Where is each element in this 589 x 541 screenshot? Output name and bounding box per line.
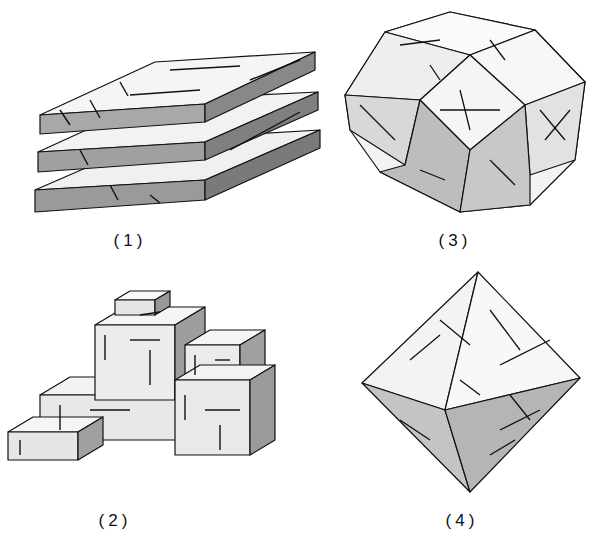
layered-crystal — [35, 52, 320, 212]
figure-number: (2) — [99, 511, 132, 531]
figure-number: (3) — [439, 231, 472, 251]
octahedron-crystal — [362, 272, 580, 492]
dodecahedron-crystal — [345, 12, 585, 212]
blocky-crystal — [8, 291, 275, 460]
figure-number: (4) — [446, 511, 479, 531]
figure-number: (1) — [114, 231, 147, 251]
